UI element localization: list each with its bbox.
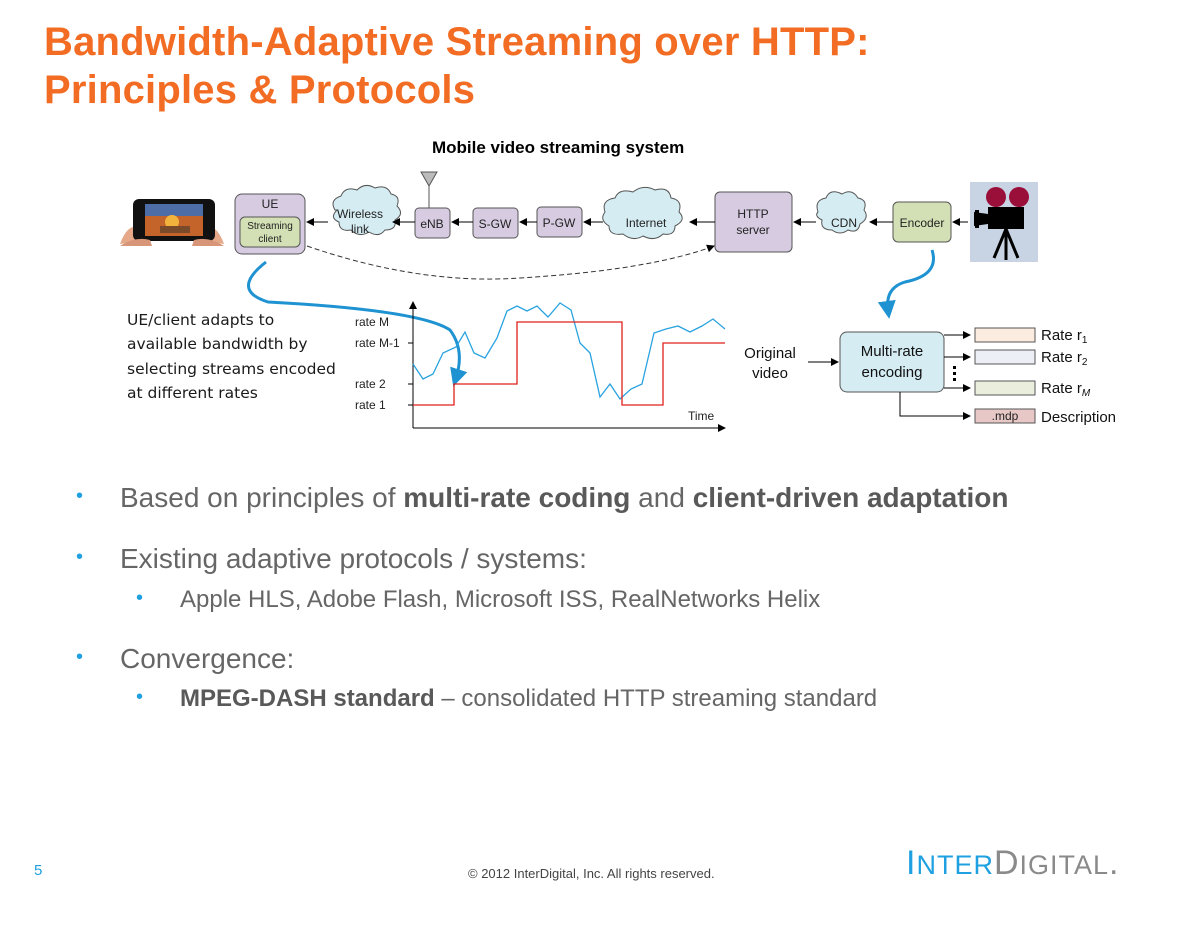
title-line-2: Principles & Protocols bbox=[44, 68, 476, 112]
bandwidth-line bbox=[412, 302, 726, 400]
internet-cloud: Internet bbox=[602, 186, 683, 240]
svg-text:rate 2: rate 2 bbox=[355, 377, 386, 391]
slide-title: Bandwidth-Adaptive Streaming over HTTP: … bbox=[44, 18, 870, 114]
selected-rate-line bbox=[413, 321, 725, 406]
sgw-node: S-GW bbox=[472, 207, 519, 239]
adaptation-caption: UE/client adapts to available bandwidth … bbox=[127, 311, 336, 402]
encoder-node: Encoder bbox=[892, 201, 952, 243]
svg-text:S-GW: S-GW bbox=[479, 217, 512, 231]
svg-text:Original: Original bbox=[744, 345, 796, 362]
sub-bullet-dot: • bbox=[136, 686, 144, 708]
rate-chart: rate M rate M-1 rate 2 rate 1 Time bbox=[355, 301, 726, 432]
svg-text:P-GW: P-GW bbox=[543, 216, 576, 230]
svg-text:Multi-rate: Multi-rate bbox=[861, 343, 924, 360]
svg-text:HTTP: HTTP bbox=[737, 207, 768, 221]
bullet-item: Based on principles of multi-rate coding… bbox=[120, 482, 1009, 513]
svg-text:Rate r1: Rate r1 bbox=[1041, 327, 1088, 346]
rate-rm-box bbox=[974, 380, 1036, 396]
streaming-system-diagram: UE Streaming client Wireless link eNB S-… bbox=[120, 171, 1116, 432]
enb-node: eNB bbox=[414, 207, 451, 239]
svg-text:rate 1: rate 1 bbox=[355, 398, 386, 412]
svg-text:Description: Description bbox=[1041, 409, 1116, 426]
sub-bullet-item: Apple HLS, Adobe Flash, Microsoft ISS, R… bbox=[180, 586, 821, 613]
interdigital-logo: INTERDIGITAL. bbox=[906, 844, 1120, 882]
svg-text:Wireless: Wireless bbox=[337, 207, 383, 221]
svg-text:client: client bbox=[258, 234, 282, 245]
title-line-1: Bandwidth-Adaptive Streaming over HTTP: bbox=[44, 20, 870, 64]
bullet-dot: • bbox=[76, 646, 84, 668]
multi-rate-encoding-block: Original video Multi-rate encoding .mdp … bbox=[744, 327, 1116, 426]
svg-text:server: server bbox=[736, 223, 769, 237]
bullet-dot: • bbox=[76, 546, 84, 568]
rate-r1-box bbox=[974, 327, 1036, 343]
svg-text:Time: Time bbox=[688, 409, 715, 423]
encoder-arrow bbox=[877, 249, 935, 319]
svg-text:rate M-1: rate M-1 bbox=[355, 336, 400, 350]
cdn-cloud: CDN bbox=[816, 191, 867, 234]
bullet-dot: • bbox=[76, 485, 84, 507]
video-camera-icon bbox=[970, 182, 1038, 262]
dashed-request-path bbox=[306, 244, 715, 280]
diagram-title: Mobile video streaming system bbox=[432, 138, 685, 157]
sub-bullet-item: MPEG-DASH standard – consolidated HTTP s… bbox=[180, 685, 878, 712]
wireless-link-cloud: Wireless link bbox=[332, 184, 401, 236]
svg-text:Streaming: Streaming bbox=[247, 221, 293, 232]
svg-text:.mdp: .mdp bbox=[992, 409, 1019, 423]
svg-text:eNB: eNB bbox=[420, 217, 443, 231]
rate-r2-box bbox=[974, 349, 1036, 365]
http-server-node: HTTP server bbox=[714, 191, 793, 253]
svg-text:link: link bbox=[351, 222, 370, 236]
sub-bullet-dot: • bbox=[136, 587, 144, 609]
bullet-item: Existing adaptive protocols / systems: bbox=[120, 543, 587, 574]
streaming-client-node: Streaming client bbox=[239, 216, 301, 248]
svg-text:CDN: CDN bbox=[831, 216, 857, 230]
svg-text:encoding: encoding bbox=[862, 364, 923, 381]
phone-icon bbox=[120, 199, 224, 246]
svg-text:Rate r2: Rate r2 bbox=[1041, 349, 1088, 368]
svg-text:UE: UE bbox=[262, 197, 279, 211]
svg-text:Encoder: Encoder bbox=[900, 216, 945, 230]
svg-text:Internet: Internet bbox=[626, 216, 667, 230]
pgw-node: P-GW bbox=[536, 206, 583, 238]
svg-text:Rate rM: Rate rM bbox=[1041, 380, 1091, 399]
page-number: 5 bbox=[34, 862, 43, 879]
copyright: © 2012 InterDigital, Inc. All rights res… bbox=[468, 866, 715, 881]
ue-node: UE Streaming client bbox=[234, 193, 306, 255]
bullet-item: Convergence: bbox=[120, 643, 295, 674]
svg-text:rate M: rate M bbox=[355, 315, 389, 329]
antenna-icon bbox=[420, 171, 438, 208]
mdp-box bbox=[974, 408, 1036, 424]
svg-text:video: video bbox=[752, 365, 788, 382]
